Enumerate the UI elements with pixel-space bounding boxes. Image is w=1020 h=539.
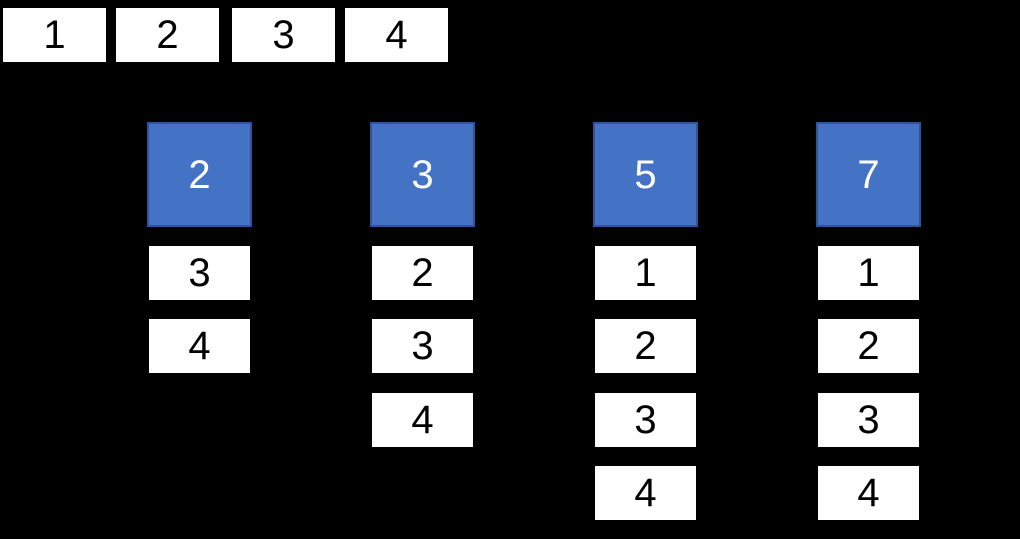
column-item: 2: [818, 319, 919, 373]
prime-column: 2 3 4: [147, 0, 252, 539]
prime-header: 7: [816, 122, 921, 227]
column-item: 1: [818, 246, 919, 300]
column-item: 3: [818, 393, 919, 447]
prime-header: 2: [147, 122, 252, 227]
prime-column: 3 2 3 4: [370, 0, 475, 539]
column-item: 3: [595, 393, 696, 447]
column-item: 4: [818, 466, 919, 520]
column-item: 3: [372, 319, 473, 373]
sequence-item: 2: [116, 8, 219, 62]
column-item: 4: [595, 466, 696, 520]
column-item: 4: [149, 319, 250, 373]
prime-header: 3: [370, 122, 475, 227]
prime-column: 7 1 2 3 4: [816, 0, 921, 539]
column-item: 3: [149, 246, 250, 300]
sequence-item: 4: [345, 8, 448, 62]
prime-header: 5: [593, 122, 698, 227]
column-item: 1: [595, 246, 696, 300]
sequence-item: 1: [3, 8, 106, 62]
prime-column: 5 1 2 3 4: [593, 0, 698, 539]
column-item: 2: [372, 246, 473, 300]
column-item: 2: [595, 319, 696, 373]
sequence-item: 3: [232, 8, 335, 62]
column-item: 4: [372, 393, 473, 447]
